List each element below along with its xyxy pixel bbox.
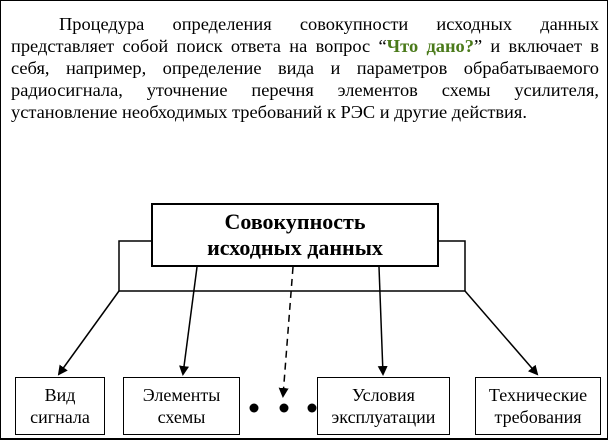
root-node-line1: Совокупность — [224, 209, 366, 234]
paragraph-text-end: ” и включает в себя, например, определен… — [11, 36, 599, 122]
arrow-to-usloviya — [377, 266, 388, 376]
root-node: Совокупность исходных данных — [151, 203, 439, 267]
arrow-to-elementy-skhemy — [179, 266, 198, 376]
ellipsis-dot — [249, 403, 259, 413]
bracket-line — [118, 240, 466, 292]
node-vid-signala: Вид сигнала — [15, 377, 105, 435]
arrow-to-vid-signala — [57, 290, 120, 376]
intro-paragraph: Процедура определения совокупности исход… — [11, 13, 599, 123]
node-label: сигнала — [30, 407, 90, 427]
node-usloviya-ekspluatatsii: Условия эксплуатации — [317, 377, 450, 435]
ellipsis-dot — [279, 403, 289, 413]
node-label: Условия — [352, 385, 415, 405]
node-label: Вид — [44, 385, 76, 405]
node-label: эксплуатации — [331, 407, 436, 427]
node-label: Технические — [488, 385, 588, 405]
node-label: Элементы — [142, 385, 221, 405]
arrow-dashed-other — [278, 266, 294, 398]
node-elementy-skhemy: Элементы схемы — [123, 377, 240, 435]
node-tekhnicheskie-trebovaniya: Технические требования — [475, 377, 601, 435]
arrow-to-trebovaniya — [464, 290, 539, 376]
root-node-line2: исходных данных — [207, 235, 383, 260]
paragraph-text-start: Процедура определения совокупности исход… — [11, 14, 599, 56]
highlighted-question: Что дано? — [386, 36, 474, 56]
node-label: схемы — [157, 407, 206, 427]
node-label: требования — [494, 407, 582, 427]
ellipsis-dot — [307, 403, 317, 413]
